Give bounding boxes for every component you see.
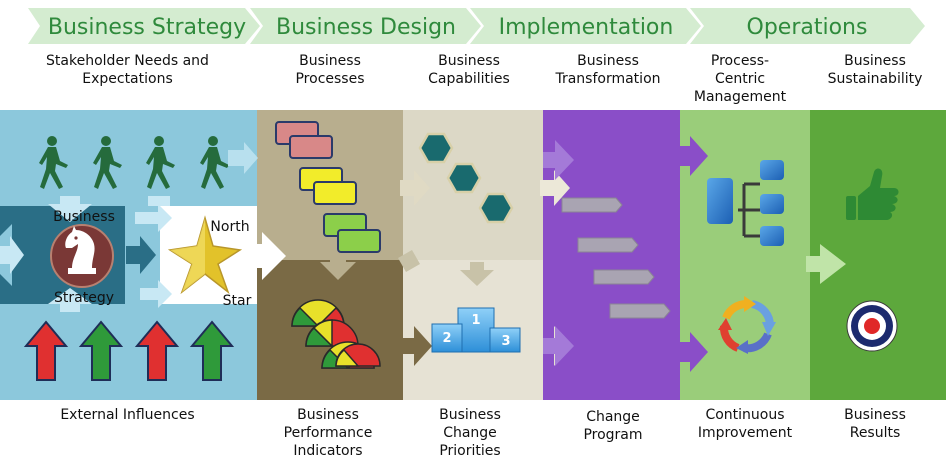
program-bar [561,197,623,213]
label-performance-indicators: Business Performance Indicators [283,407,373,459]
process-steps [275,121,381,253]
arrow-ops-right [806,244,846,284]
arrow-hex-down [460,262,494,286]
program-bar [577,237,639,253]
external-influence-arrows [23,320,235,381]
phase-title-operations: Operations [747,15,868,40]
podium-third [489,327,521,353]
arrow-impl-out-top [680,136,708,176]
podium-icon: 1 2 3 [431,307,521,353]
gauge-icon [335,343,381,367]
cycle-icon [718,296,776,354]
hierarchy-node [760,160,784,180]
label-process-centric: Process-Centric Management [693,53,787,105]
implementation-internals [543,136,708,372]
arrow-design-diag [398,250,420,272]
phase-chevron-design [250,8,481,44]
strategy-internals: Business Strategy North Star [0,136,286,381]
label-external-influences: External Influences [60,407,195,423]
label-stakeholder: Stakeholder Needs and Expectations [46,53,209,87]
process-step [313,181,357,205]
program-bar [609,303,671,319]
performance-gauges [291,299,381,369]
corner-arrow-tl [0,206,30,236]
label-business-results: Business Results [844,407,906,441]
arrow-to-star-top [135,204,172,232]
arrow-up-icon [78,320,124,381]
arrow-up-right-side [148,196,170,206]
arrow-capabilities-right [540,170,570,206]
phase-title-implementation: Implementation [499,15,674,40]
arrow-people-right [228,142,258,174]
walking-person-icon [93,136,122,189]
arrow-processes-down [320,256,356,280]
phase-chevron-strategy [28,8,260,44]
strategy-box-top-label: Business [53,209,115,225]
arrow-strategy-to-design [236,232,286,280]
strategy-box-bottom-label: Strategy [54,290,114,306]
capability-hexagons [418,132,514,224]
walking-person-icon [200,136,229,189]
thumbs-up-icon [846,168,899,220]
hexagon-icon [478,192,514,224]
arrow-impl-in-bottom [543,326,574,366]
phase-chevron-operations [690,8,925,44]
change-program-bars [561,197,671,319]
podium-second [431,323,463,353]
arrow-up-icon [23,320,69,381]
phase-title-strategy: Business Strategy [48,15,246,40]
podium-label-2: 2 [442,331,451,346]
hexagon-icon [446,162,482,194]
program-bar [593,269,655,285]
star-icon [167,215,243,295]
phase-title-design: Business Design [276,15,456,40]
hierarchy-root [707,178,733,224]
phase-chevron-implementation [470,8,701,44]
process-step [289,135,333,159]
arrow-up-icon [189,320,235,381]
arrow-left-side [0,236,24,274]
target-icon [846,300,898,352]
walking-people-row [39,136,229,189]
arrow-processes-right [400,170,430,206]
north-star-top-label: North [210,219,249,235]
podium-first [457,307,495,353]
label-change-priorities: Business Change Priorities [439,407,501,459]
arrow-to-star-bottom [140,280,172,308]
label-business-capabilities: Business Capabilities [428,53,510,87]
arrow-up-icon [134,320,180,381]
arrow-right-out-box [126,236,156,274]
label-business-processes: Business Processes [295,53,365,87]
label-continuous-improvement: Continuous Improvement [697,407,793,441]
knight-chess-icon [50,224,114,288]
label-business-transformation: Business Transformation [555,53,661,87]
north-star-bottom-label: Star [223,293,252,309]
operations-internals [707,160,899,354]
arrow-impl-in-top [543,140,574,180]
hierarchy-node [760,194,784,214]
walking-person-icon [39,136,68,189]
arrow-up-into-box [48,288,92,312]
gauge-icon [305,319,359,348]
process-step [337,229,381,253]
label-change-program: Change Program [583,409,643,443]
arrow-impl-out-bottom [680,332,708,372]
label-business-sustainability: Business Sustainability [827,53,923,87]
hierarchy-icon [707,160,784,246]
walking-person-icon [146,136,175,189]
hierarchy-node [760,226,784,246]
arrow-down-into-box [48,196,92,222]
hexagon-icon [418,132,454,164]
podium-label-3: 3 [501,334,510,349]
podium-label-1: 1 [471,313,480,328]
arrow-gauge-right [400,326,432,366]
phase-banner: Business Strategy Business Design Implem… [28,8,925,44]
corner-arrow-bl [0,274,30,304]
